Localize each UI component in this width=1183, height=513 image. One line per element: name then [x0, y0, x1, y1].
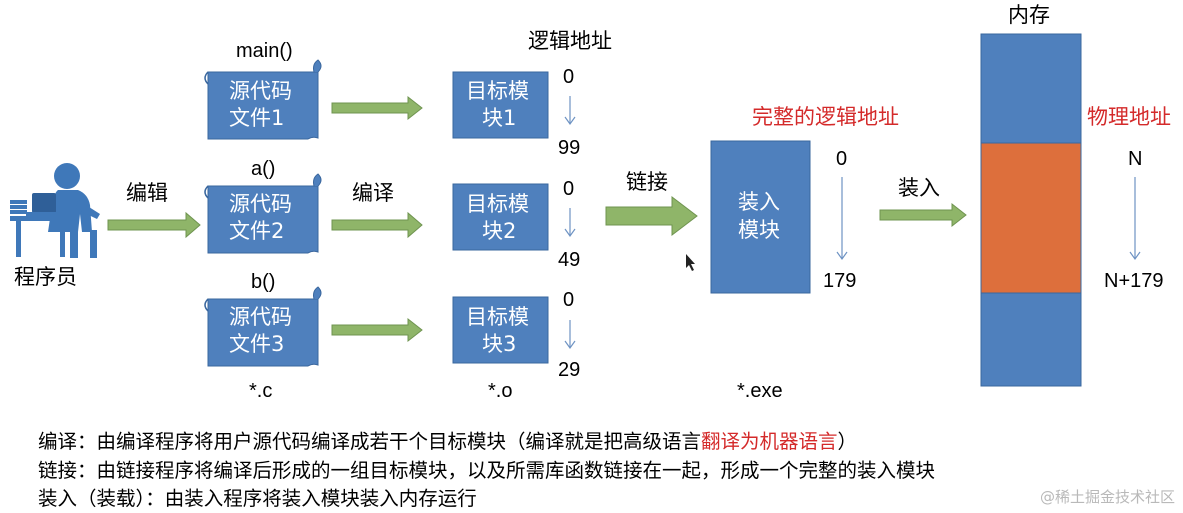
- object-module-2-box: [452, 183, 549, 251]
- object-module-2-line2: 块2: [482, 219, 517, 243]
- memory-start-address: N: [1128, 148, 1143, 170]
- object-module-3-box: [452, 296, 549, 364]
- source-file-2-line2: 文件2: [229, 219, 285, 243]
- physical-address-title: 物理地址: [1087, 105, 1171, 129]
- object-module-3-line1: 目标模: [466, 305, 529, 329]
- load-module-start: 0: [836, 148, 848, 170]
- link-label: 链接: [626, 170, 668, 194]
- source-file-2-func: a(): [251, 158, 276, 180]
- source-ext-label: *.c: [249, 380, 273, 402]
- load-module-line2: 模块: [738, 218, 780, 242]
- source-file-2-scroll: [204, 173, 322, 254]
- object-module-3-line2: 块3: [482, 332, 517, 356]
- programmer-label: 程序员: [14, 265, 77, 289]
- description-compile-text: 编译：由编译程序将用户源代码编译成若干个目标模块（编译就是把高级语言: [38, 430, 702, 453]
- source-file-1-scroll: [204, 59, 322, 140]
- description-load: 装入（装载）：由装入程序将装入模块装入内存运行: [38, 489, 477, 509]
- load-arrow: [879, 202, 967, 228]
- compile-arrow-1: [331, 95, 423, 121]
- address-arrow-1: [564, 96, 576, 126]
- source-file-1-line1: 源代码: [229, 79, 292, 103]
- source-file-3-line2: 文件3: [229, 332, 285, 356]
- object-module-1-box: [452, 71, 549, 139]
- description-link-text: 链接：由链接程序将编译后形成的一组目标模块，以及所需库函数链接在一起，形成一个完…: [38, 459, 936, 482]
- description-link: 链接：由链接程序将编译后形成的一组目标模块，以及所需库函数链接在一起，形成一个完…: [38, 461, 935, 481]
- address-arrow-load: [836, 177, 848, 261]
- object-module-3-end: 29: [558, 359, 581, 381]
- programmer-icon: [10, 163, 100, 258]
- object-module-2-line1: 目标模: [466, 192, 529, 216]
- load-module-box: [710, 140, 811, 294]
- object-module-1-line2: 块1: [482, 106, 517, 130]
- edit-arrow: [107, 211, 201, 239]
- link-arrow: [605, 195, 698, 237]
- load-module-title: 完整的逻辑地址: [752, 105, 899, 129]
- description-compile-tail: ）: [837, 430, 858, 453]
- logic-address-title: 逻辑地址: [528, 29, 612, 53]
- address-arrow-2: [564, 208, 576, 238]
- source-file-1-line2: 文件1: [229, 106, 285, 130]
- compile-arrow-2: [331, 211, 423, 239]
- object-module-2-start: 0: [563, 178, 575, 200]
- memory-block-loaded: [980, 142, 1082, 294]
- address-arrow-memory: [1129, 177, 1141, 261]
- source-file-2-line1: 源代码: [229, 192, 292, 216]
- source-file-3-line1: 源代码: [229, 305, 292, 329]
- load-module-line1: 装入: [738, 190, 780, 214]
- edit-label: 编辑: [126, 181, 168, 205]
- memory-block-bottom: [980, 292, 1082, 387]
- description-compile: 编译：由编译程序将用户源代码编译成若干个目标模块（编译就是把高级语言翻译为机器语…: [38, 432, 857, 452]
- object-module-2-end: 49: [558, 249, 581, 271]
- load-module-ext: *.exe: [737, 380, 783, 402]
- object-module-1-start: 0: [563, 66, 575, 88]
- object-module-1-line1: 目标模: [466, 79, 529, 103]
- object-ext-label: *.o: [488, 380, 513, 402]
- source-file-3-func: b(): [251, 271, 276, 293]
- compile-label: 编译: [352, 181, 394, 205]
- load-label: 装入: [898, 176, 940, 200]
- source-file-3-scroll: [204, 286, 322, 367]
- object-module-1-end: 99: [558, 137, 581, 159]
- memory-block-top: [980, 33, 1082, 144]
- watermark: @稀土掘金技术社区: [1039, 488, 1175, 506]
- address-arrow-3: [564, 320, 576, 350]
- source-file-1-func: main(): [236, 40, 293, 62]
- description-compile-highlight: 翻译为机器语言: [701, 430, 838, 453]
- description-load-text: 装入（装载）：由装入程序将装入模块装入内存运行: [38, 487, 477, 510]
- load-module-end: 179: [823, 270, 857, 292]
- compile-arrow-3: [331, 317, 423, 343]
- memory-end-address: N+179: [1104, 270, 1164, 292]
- memory-title: 内存: [1008, 3, 1050, 27]
- mouse-cursor-icon: [686, 254, 695, 271]
- object-module-3-start: 0: [563, 289, 575, 311]
